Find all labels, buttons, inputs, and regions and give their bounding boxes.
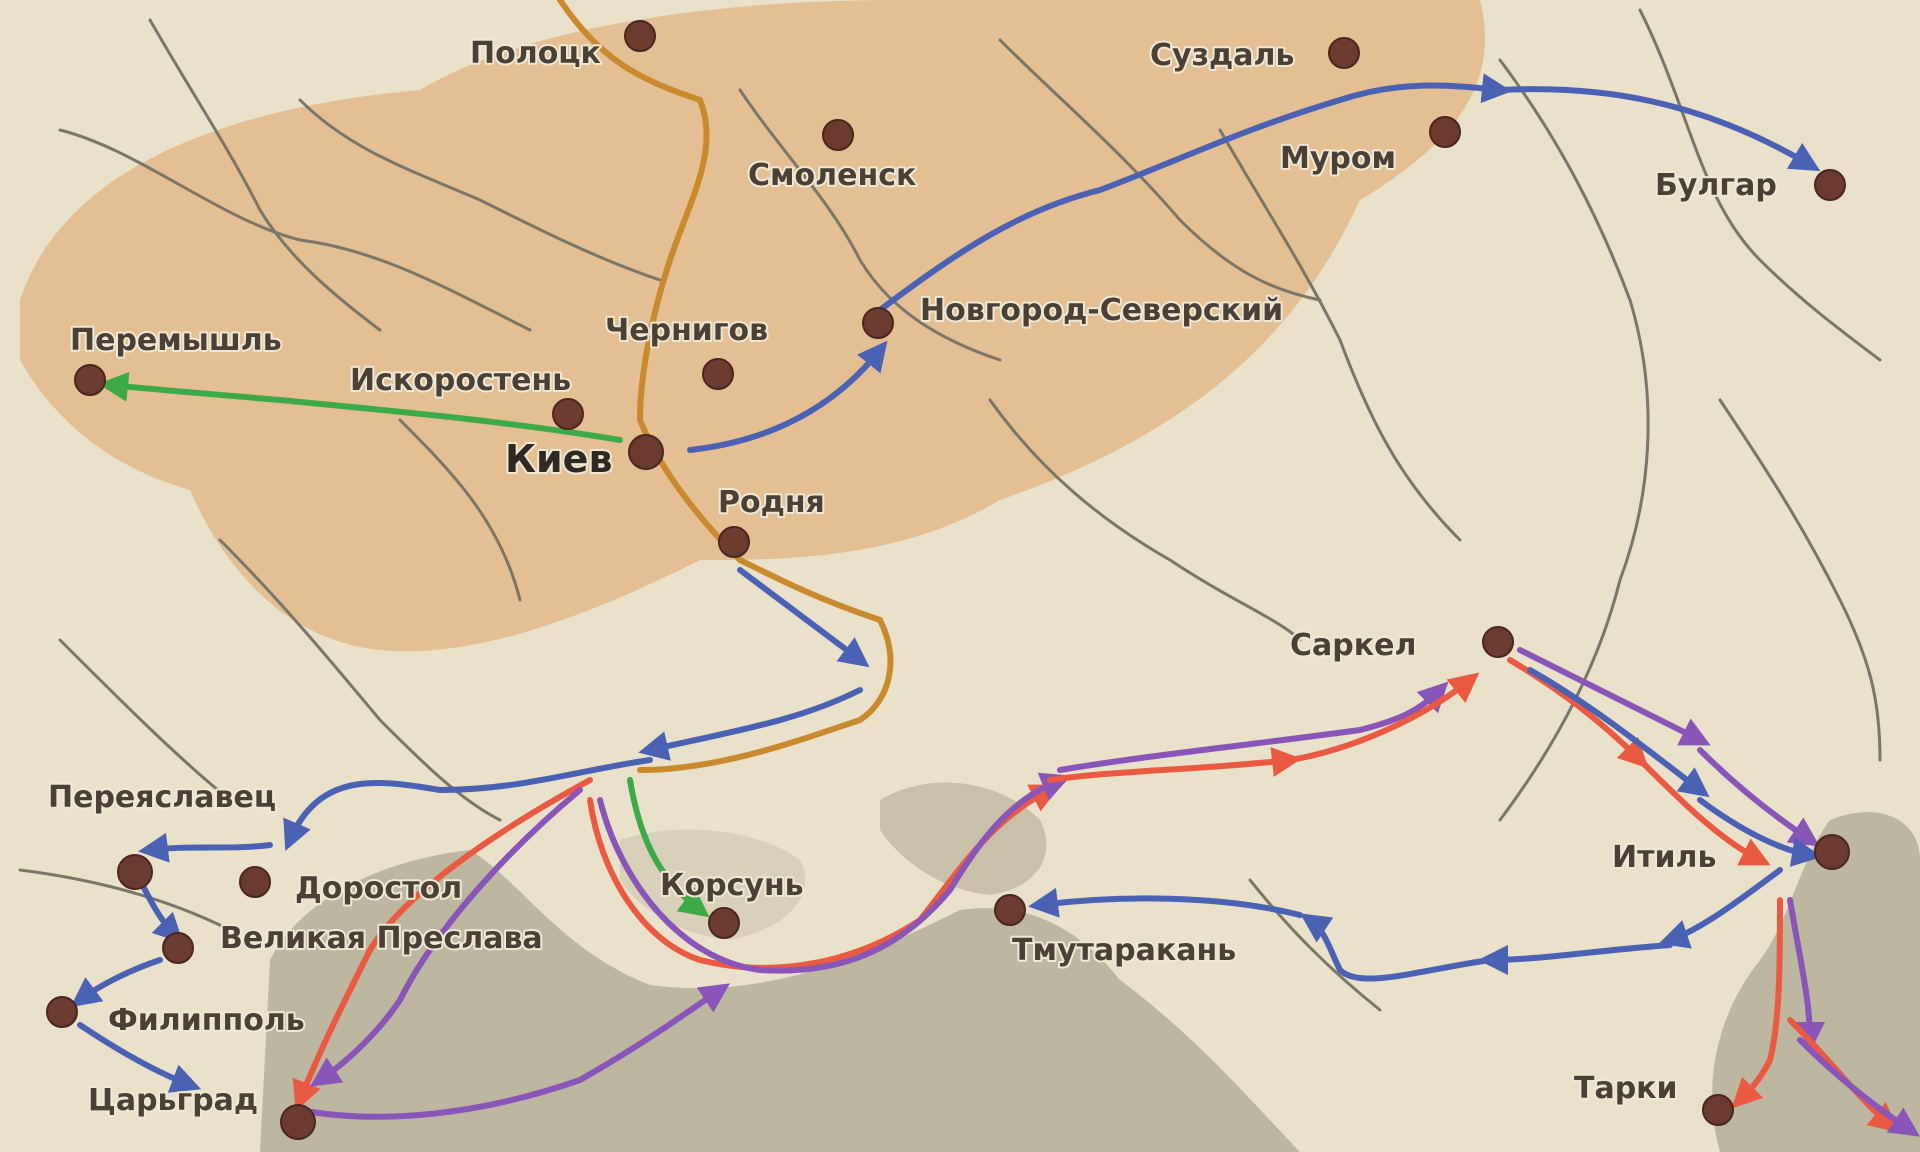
city-dot-iskorosten[interactable]	[552, 398, 584, 430]
city-dot-tarki[interactable]	[1702, 1094, 1734, 1126]
azov-sea	[880, 782, 1047, 895]
city-dot-dorostol[interactable]	[239, 866, 271, 898]
city-dot-sarkel[interactable]	[1482, 626, 1514, 658]
city-label-sarkel: Саркел	[1290, 628, 1416, 663]
city-label-itil: Итиль	[1612, 840, 1716, 875]
city-label-chernigov: Чернигов	[605, 313, 768, 348]
city-dot-chernigov[interactable]	[702, 358, 734, 390]
city-dot-kiev[interactable]	[628, 434, 664, 470]
city-dot-smolensk[interactable]	[822, 119, 854, 151]
black-sea	[260, 850, 1300, 1152]
routes	[70, 73, 1920, 1137]
city-dot-korsun[interactable]	[708, 907, 740, 939]
dnieper-border	[557, 0, 894, 773]
city-dot-bulgar[interactable]	[1814, 169, 1846, 201]
city-dot-tsargrad[interactable]	[280, 1104, 316, 1140]
city-label-rodnya: Родня	[718, 485, 825, 520]
city-label-bulgar: Булгар	[1655, 168, 1777, 203]
city-dot-polotsk[interactable]	[624, 20, 656, 52]
city-label-pereyaslavets: Переяславец	[48, 780, 276, 815]
city-label-polotsk: Полоцк	[470, 36, 601, 71]
city-label-iskorosten: Искоростень	[350, 363, 571, 398]
city-label-tsargrad: Царьград	[88, 1083, 258, 1118]
city-label-filippol: Филипполь	[108, 1003, 305, 1038]
city-label-velikaya-preslava: Великая Преслава	[220, 921, 543, 956]
city-dot-tmutarakan[interactable]	[994, 894, 1026, 926]
city-label-murom: Муром	[1280, 141, 1396, 176]
city-label-novgorod-seversky: Новгород-Северский	[920, 293, 1283, 328]
city-label-suzdal: Суздаль	[1150, 38, 1294, 73]
city-label-peremyshl: Перемышль	[70, 323, 282, 358]
rivers	[18, 8, 1882, 1012]
city-dot-itil[interactable]	[1814, 834, 1850, 870]
city-dot-rodnya[interactable]	[718, 526, 750, 558]
cities: Полоцк Суздаль Смоленск Муром Булгар Нов…	[46, 20, 1850, 1140]
city-dot-filippol[interactable]	[46, 996, 78, 1028]
rus-territory	[20, 0, 1485, 652]
city-dot-suzdal[interactable]	[1328, 37, 1360, 69]
city-label-smolensk: Смоленск	[748, 158, 916, 193]
city-label-tmutarakan: Тмутаракань	[1012, 933, 1236, 968]
city-label-korsun: Корсунь	[660, 868, 804, 903]
city-dot-murom[interactable]	[1429, 116, 1461, 148]
city-dot-novgorod-seversky[interactable]	[862, 307, 894, 339]
city-dot-velikaya-preslava[interactable]	[162, 932, 194, 964]
crimea	[620, 829, 806, 940]
city-dot-pereyaslavets[interactable]	[117, 854, 153, 890]
city-dot-peremyshl[interactable]	[74, 364, 106, 396]
city-label-tarki: Тарки	[1574, 1071, 1678, 1106]
city-label-dorostol: Доростол	[295, 871, 462, 906]
city-label-kiev: Киев	[505, 437, 613, 481]
